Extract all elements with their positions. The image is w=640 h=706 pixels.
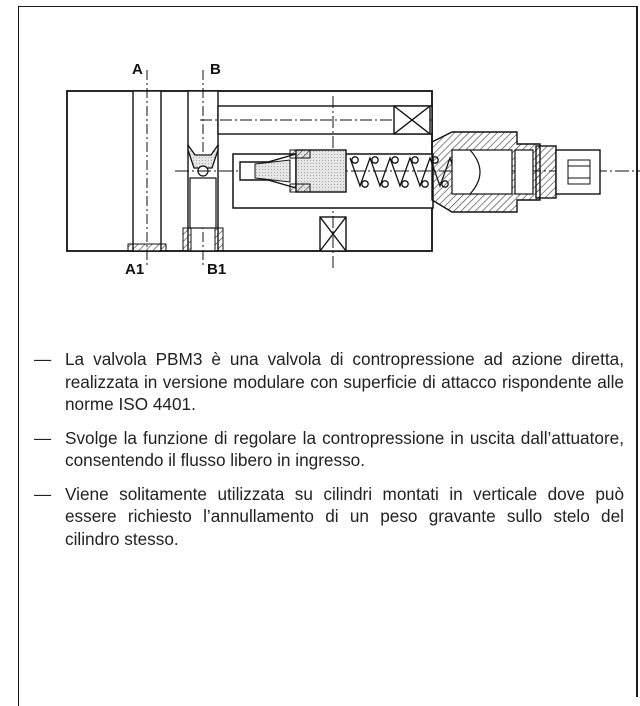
port-label-b: B xyxy=(210,61,221,78)
page-frame-right-edge xyxy=(636,6,638,697)
passage-a xyxy=(132,90,162,252)
list-item: — Svolge la funzione di regolare la cont… xyxy=(34,427,624,472)
bullet-dash: — xyxy=(34,483,52,504)
bullet-text: La valvola PBM3 è una valvola di controp… xyxy=(65,349,624,414)
bullet-text: Svolge la funzione di regolare la contro… xyxy=(65,427,624,471)
bullet-text: Viene solitamente utilizzata su cilindri… xyxy=(65,483,624,549)
list-item: — Viene solitamente utilizzata su cilind… xyxy=(34,483,624,551)
description-list: — La valvola PBM3 è una valvola di contr… xyxy=(34,348,624,561)
bullet-dash: — xyxy=(34,427,52,448)
page-frame xyxy=(18,6,638,706)
port-label-b1: B1 xyxy=(207,261,227,278)
check-valve xyxy=(187,142,219,169)
list-item: — La valvola PBM3 è una valvola di contr… xyxy=(34,348,624,416)
port-label-a: A xyxy=(132,61,143,78)
port-label-a1: A1 xyxy=(125,261,145,278)
valve-section-drawing xyxy=(66,70,640,268)
bullet-dash: — xyxy=(34,349,52,369)
